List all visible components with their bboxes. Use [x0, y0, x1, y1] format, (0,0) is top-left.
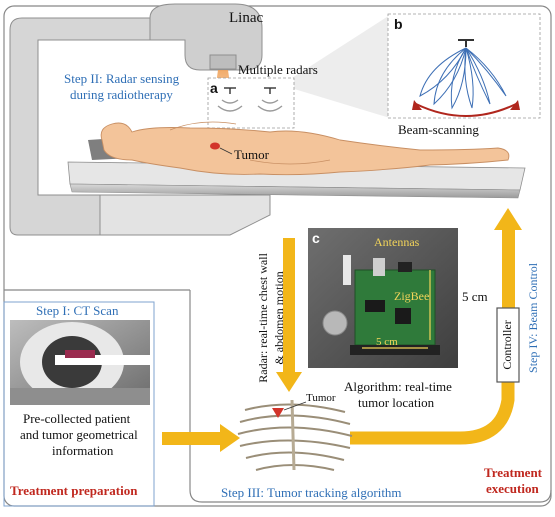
- controller-box: [496, 307, 520, 383]
- step2-title-line2: during radiotherapy: [70, 87, 173, 102]
- radar-desc-line1: Radar: real-time chest wall: [256, 253, 271, 383]
- panel-a-box: [207, 77, 295, 129]
- step1-desc-line1: Pre-collected patient: [23, 411, 131, 426]
- outer-frame: [3, 5, 552, 507]
- step2-title-line1: Step II: Radar sensing: [64, 71, 180, 86]
- ribcage-model: [237, 399, 353, 471]
- step1-desc-line2: and tumor geometrical: [20, 427, 138, 442]
- algorithm-tumor: [272, 408, 284, 418]
- step3-title: Step III: Tumor tracking algorithm: [221, 485, 402, 500]
- algorithm-desc-line1: Algorithm: real-time: [344, 379, 452, 394]
- radar-unit-1: [217, 87, 243, 112]
- treatment-preparation-label: Treatment preparation: [10, 483, 138, 498]
- panel-c-height: 5 cm: [462, 289, 488, 304]
- panel-c-zigbee: ZigBee: [394, 289, 430, 303]
- step1-box: [3, 301, 155, 507]
- algorithm-tumor-label: Tumor: [306, 392, 336, 404]
- arrow-controller-to-linac: [502, 228, 515, 308]
- linac-gantry: [9, 3, 271, 236]
- panel-a-title: Multiple radars: [238, 62, 318, 77]
- panel-b-caption: Beam-scanning: [398, 122, 479, 137]
- zoom-projection: [258, 15, 390, 118]
- arrow-ct-to-algorithm: [162, 424, 240, 452]
- beam-scan-radar: [458, 39, 474, 47]
- radar-desc-line2: & abdomen motion: [272, 271, 287, 365]
- panel-c-letter: c: [312, 230, 320, 246]
- linac-label: Linac: [229, 10, 264, 26]
- arrow-radar-to-algorithm: [276, 238, 302, 392]
- arrow-algorithm-to-controller: [350, 380, 515, 445]
- execution-frame: [189, 290, 552, 503]
- treatment-execution-line2: execution: [486, 481, 539, 496]
- scan-direction-arrow: [415, 103, 517, 117]
- ct-scanner-photo: [10, 320, 150, 405]
- radar-unit-2: [257, 87, 283, 112]
- panel-c-photo: [308, 228, 458, 368]
- treatment-execution-line1: Treatment: [484, 465, 542, 480]
- patient-tumor-label: Tumor: [234, 147, 269, 162]
- panel-b-letter: b: [394, 16, 403, 32]
- panel-a-letter: a: [210, 80, 218, 96]
- panel-c-antennas: Antennas: [374, 235, 420, 249]
- step1-title: Step I: CT Scan: [36, 303, 119, 318]
- panel-c-width: 5 cm: [376, 336, 398, 348]
- controller-label: Controller: [500, 320, 515, 370]
- patient-body: [100, 121, 510, 176]
- step4-title: Step IV: Beam Control: [526, 262, 541, 373]
- tumor-marker: [210, 142, 220, 150]
- step1-desc-line3: information: [52, 443, 114, 458]
- beam-lobes: [419, 47, 507, 110]
- panel-b-box: [387, 13, 541, 119]
- algorithm-desc-line2: tumor location: [358, 395, 435, 410]
